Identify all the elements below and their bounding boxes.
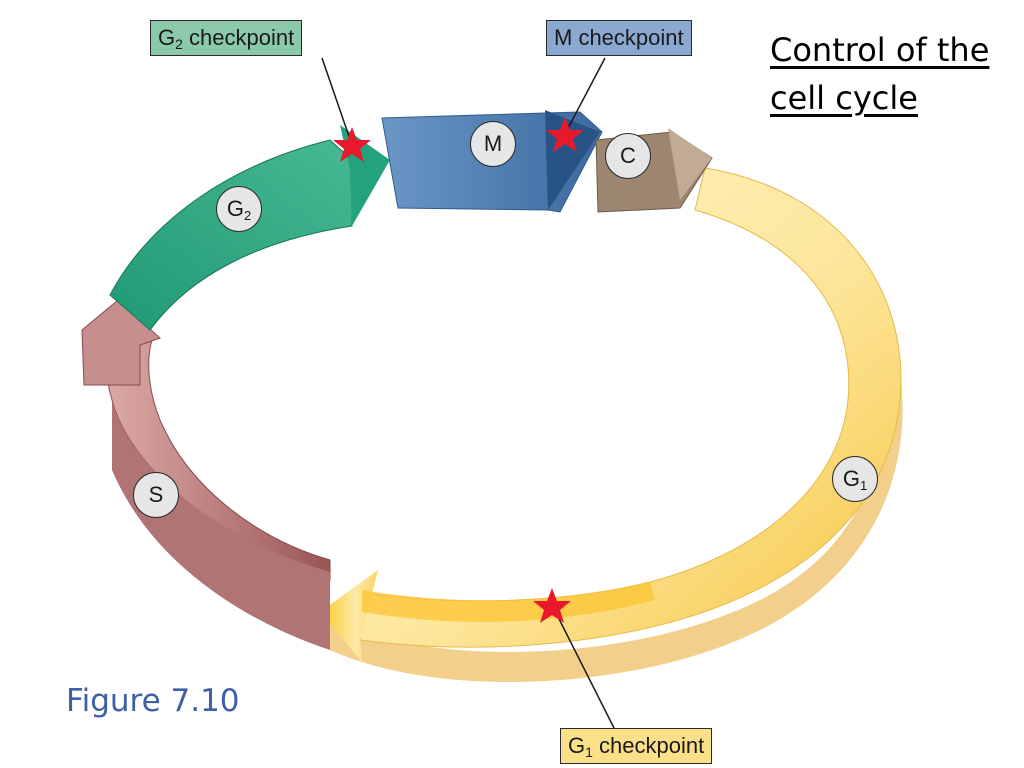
m-checkpoint-callout: M checkpoint xyxy=(546,20,692,56)
g2-checkpoint-star xyxy=(333,127,371,162)
phase-label-g2: G2 xyxy=(216,186,262,232)
g2-pointer-line xyxy=(321,57,353,146)
phase-label-c: C xyxy=(605,133,651,179)
slide-title: Control of the cell cycle xyxy=(770,31,990,117)
phase-label-s: S xyxy=(133,472,179,518)
figure-label: Figure 7.10 xyxy=(66,683,240,719)
s-arc-block xyxy=(112,400,330,650)
phase-label-m: M xyxy=(470,121,516,167)
g1-checkpoint-star xyxy=(533,588,571,623)
m-checkpoint-star xyxy=(546,117,584,152)
phase-label-g1: G1 xyxy=(832,456,878,502)
g2-checkpoint-callout: G2 checkpoint xyxy=(150,20,303,56)
g2-arc xyxy=(109,139,353,331)
c-arrow-head xyxy=(668,128,712,200)
g1-pointer-line xyxy=(551,604,615,729)
g1-lower-band xyxy=(362,582,655,622)
m-pointer-line xyxy=(565,57,606,133)
g1-checkpoint-callout: G1 checkpoint xyxy=(560,728,713,764)
ring-depth xyxy=(330,300,903,683)
